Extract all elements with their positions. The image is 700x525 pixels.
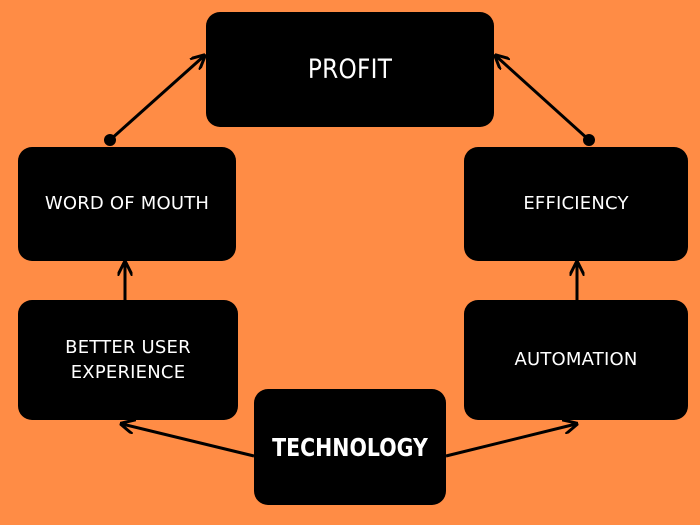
node-word-of-mouth-label: WORD OF MOUTH bbox=[44, 193, 210, 215]
arrow-efficiency-to-profit bbox=[496, 56, 591, 142]
node-profit: PROFIT bbox=[206, 12, 494, 127]
node-technology: TECHNOLOGY bbox=[254, 389, 446, 505]
node-better-user-experience: BETTER USER EXPERIENCE bbox=[18, 300, 238, 420]
node-profit-label: PROFIT bbox=[307, 53, 393, 85]
arrow-word-of-mouth-to-profit bbox=[109, 56, 204, 142]
node-efficiency: EFFICIENCY bbox=[464, 147, 688, 261]
arrow-technology-to-automation bbox=[445, 424, 576, 458]
node-technology-label: TECHNOLOGY bbox=[272, 432, 428, 462]
node-automation-label: AUTOMATION bbox=[514, 349, 638, 371]
node-efficiency-label: EFFICIENCY bbox=[523, 193, 629, 215]
node-word-of-mouth: WORD OF MOUTH bbox=[18, 147, 236, 261]
node-automation: AUTOMATION bbox=[464, 300, 688, 420]
node-better-user-experience-label: BETTER USER EXPERIENCE bbox=[65, 336, 191, 383]
arrow-technology-to-better-user-experience bbox=[122, 424, 255, 458]
